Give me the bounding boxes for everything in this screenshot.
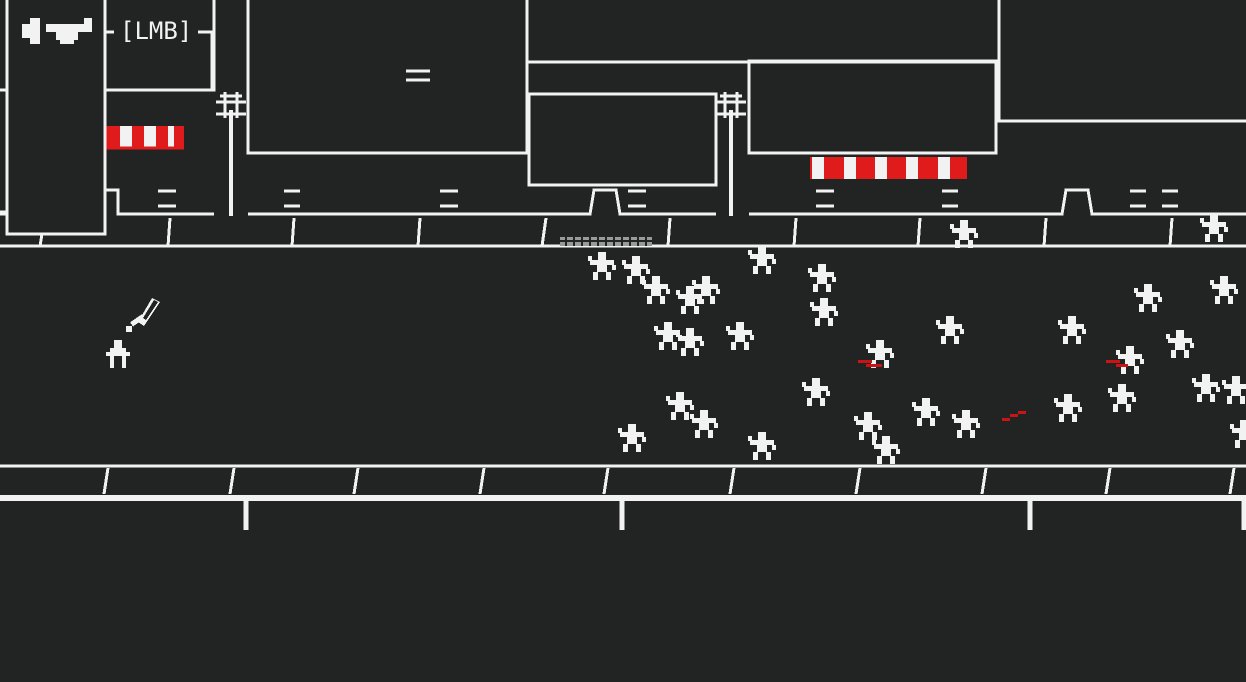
enemy-figure bbox=[952, 410, 980, 438]
building-right-center bbox=[747, 59, 998, 155]
enemy-figure bbox=[1210, 276, 1238, 304]
sword-icon bbox=[126, 298, 160, 332]
lamp-head bbox=[216, 92, 246, 118]
enemy-figure bbox=[618, 424, 646, 452]
building-center bbox=[525, 0, 1001, 64]
enemy-figure bbox=[726, 322, 754, 350]
enemy-figure bbox=[1222, 376, 1246, 404]
player-figure bbox=[106, 340, 130, 368]
enemy-figure bbox=[802, 378, 830, 406]
enemy-figure bbox=[854, 412, 882, 440]
lower-sidewalk bbox=[0, 464, 1246, 530]
building-center-left bbox=[246, 0, 529, 155]
lamp-head bbox=[716, 92, 746, 118]
enemy-figure bbox=[666, 392, 694, 420]
enemy-figure bbox=[622, 256, 650, 284]
enemy-figure bbox=[692, 276, 720, 304]
enemy-figure bbox=[748, 246, 776, 274]
enemy-figure bbox=[866, 340, 894, 368]
building-center-lower bbox=[527, 92, 718, 187]
enemy-figure bbox=[588, 252, 616, 280]
enemy-crowd bbox=[588, 214, 1246, 464]
blood-splatters bbox=[858, 360, 1128, 421]
awning-right bbox=[810, 157, 967, 179]
enemy-figure bbox=[1230, 420, 1246, 448]
enemy-figure bbox=[690, 410, 718, 438]
enemy-figure bbox=[1134, 284, 1162, 312]
pistol-icon bbox=[22, 18, 92, 44]
enemy-figure bbox=[1054, 394, 1082, 422]
street-lamps bbox=[216, 92, 746, 216]
enemy-figure bbox=[1200, 214, 1228, 242]
enemy-figure bbox=[748, 432, 776, 460]
awning-left bbox=[106, 126, 184, 150]
enemy-figure bbox=[1192, 374, 1220, 402]
control-hint: [LMB] bbox=[118, 16, 195, 46]
enemy-figure bbox=[1116, 346, 1144, 374]
weapon-panel[interactable] bbox=[5, 0, 214, 236]
facade-marks bbox=[158, 189, 1178, 208]
enemy-figure bbox=[810, 298, 838, 326]
building-right bbox=[997, 0, 1246, 123]
enemy-figure bbox=[1108, 384, 1136, 412]
enemy-figure bbox=[808, 264, 836, 292]
enemy-figure bbox=[1058, 316, 1086, 344]
enemy-figure bbox=[872, 436, 900, 464]
enemy-figure bbox=[676, 328, 704, 356]
grate-pattern bbox=[560, 237, 652, 246]
enemy-figure bbox=[1166, 330, 1194, 358]
enemy-figure bbox=[950, 220, 978, 248]
player[interactable] bbox=[106, 298, 160, 368]
enemy-figure bbox=[912, 398, 940, 426]
enemy-figure bbox=[936, 316, 964, 344]
enemy-figure bbox=[642, 276, 670, 304]
hint-connector bbox=[105, 30, 214, 90]
